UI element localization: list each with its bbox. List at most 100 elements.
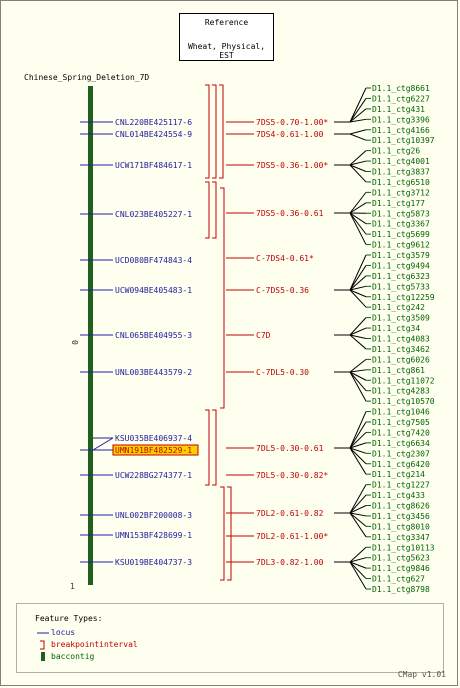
contig-feature[interactable]: D1.1_ctg3579 bbox=[366, 251, 430, 260]
locus-feature[interactable]: CNL014BE424554-9 bbox=[80, 130, 192, 139]
contig-label[interactable]: D1.1_ctg3367 bbox=[372, 220, 430, 229]
contig-feature[interactable]: D1.1_ctg6323 bbox=[366, 272, 430, 281]
contig-feature[interactable]: D1.1_ctg861 bbox=[366, 366, 425, 375]
contig-label[interactable]: D1.1_ctg34 bbox=[372, 324, 420, 333]
contig-label[interactable]: D1.1_ctg3579 bbox=[372, 251, 430, 260]
contig-label[interactable]: D1.1_ctg6227 bbox=[372, 94, 430, 103]
contig-feature[interactable]: D1.1_ctg6420 bbox=[366, 460, 430, 469]
contig-feature[interactable]: D1.1_ctg3456 bbox=[366, 512, 430, 521]
locus-label[interactable]: UCD080BF474843-4 bbox=[115, 256, 192, 265]
contig-label[interactable]: D1.1_ctg627 bbox=[372, 575, 425, 584]
contig-label[interactable]: D1.1_ctg12259 bbox=[372, 293, 435, 302]
contig-label[interactable]: D1.1_ctg6510 bbox=[372, 178, 430, 187]
interval-label[interactable]: C-7DL5-0.30 bbox=[256, 368, 309, 377]
locus-label[interactable]: UMN153BF428699-1 bbox=[115, 531, 192, 540]
contig-label[interactable]: D1.1_ctg7505 bbox=[372, 418, 430, 427]
contig-feature[interactable]: D1.1_ctg10397 bbox=[366, 136, 435, 145]
locus-label[interactable]: UCW228BG274377-1 bbox=[115, 471, 192, 480]
contig-feature[interactable]: D1.1_ctg10570 bbox=[366, 397, 435, 406]
interval-feature[interactable]: 7DS4-0.61-1.00 bbox=[226, 130, 324, 139]
contig-feature[interactable]: D1.1_ctg7505 bbox=[366, 418, 430, 427]
contig-label[interactable]: D1.1_ctg6026 bbox=[372, 355, 430, 364]
contig-label[interactable]: D1.1_ctg10113 bbox=[372, 543, 435, 552]
contig-feature[interactable]: D1.1_ctg8798 bbox=[366, 585, 430, 594]
contig-label[interactable]: D1.1_ctg9494 bbox=[372, 261, 430, 270]
contig-feature[interactable]: D1.1_ctg6227 bbox=[366, 94, 430, 103]
contig-label[interactable]: D1.1_ctg3456 bbox=[372, 512, 430, 521]
interval-feature[interactable]: C-7DS4-0.61* bbox=[226, 254, 314, 263]
contig-feature[interactable]: D1.1_ctg6634 bbox=[366, 439, 430, 448]
contig-feature[interactable]: D1.1_ctg4166 bbox=[366, 126, 430, 135]
breakpoint-bracket[interactable] bbox=[227, 486, 232, 581]
contig-feature[interactable]: D1.1_ctg627 bbox=[366, 575, 425, 584]
contig-feature[interactable]: D1.1_ctg6510 bbox=[366, 178, 430, 187]
breakpoint-bracket[interactable] bbox=[205, 84, 210, 179]
interval-feature[interactable]: 7DL5-0.30-0.61 bbox=[226, 444, 324, 453]
contig-feature[interactable]: D1.1_ctg1227 bbox=[366, 481, 430, 490]
contig-label[interactable]: D1.1_ctg7420 bbox=[372, 428, 430, 437]
interval-label[interactable]: 7DS4-0.61-1.00 bbox=[256, 130, 324, 139]
locus-label[interactable]: UCW171BF484617-1 bbox=[115, 161, 192, 170]
contig-label[interactable]: D1.1_ctg5733 bbox=[372, 282, 430, 291]
contig-feature[interactable]: D1.1_ctg11072 bbox=[366, 376, 435, 385]
contig-feature[interactable]: D1.1_ctg3347 bbox=[366, 533, 430, 542]
contig-label[interactable]: D1.1_ctg4166 bbox=[372, 126, 430, 135]
contig-feature[interactable]: D1.1_ctg214 bbox=[366, 470, 425, 479]
contig-label[interactable]: D1.1_ctg6634 bbox=[372, 439, 430, 448]
contig-label[interactable]: D1.1_ctg5623 bbox=[372, 554, 430, 563]
interval-label[interactable]: 7DL5-0.30-0.82* bbox=[256, 471, 328, 480]
contig-label[interactable]: D1.1_ctg8798 bbox=[372, 585, 430, 594]
locus-feature[interactable]: UMN191BF482529-1 bbox=[80, 444, 199, 456]
interval-feature[interactable]: C7D bbox=[226, 331, 271, 340]
contig-label[interactable]: D1.1_ctg3347 bbox=[372, 533, 430, 542]
contig-feature[interactable]: D1.1_ctg8626 bbox=[366, 502, 430, 511]
contig-label[interactable]: D1.1_ctg9612 bbox=[372, 241, 430, 250]
contig-feature[interactable]: D1.1_ctg5699 bbox=[366, 230, 430, 239]
contig-label[interactable]: D1.1_ctg242 bbox=[372, 303, 425, 312]
contig-feature[interactable]: D1.1_ctg3837 bbox=[366, 168, 430, 177]
contig-feature[interactable]: D1.1_ctg7420 bbox=[366, 428, 430, 437]
interval-feature[interactable]: C-7DS5-0.36 bbox=[226, 286, 309, 295]
contig-label[interactable]: D1.1_ctg177 bbox=[372, 199, 425, 208]
contig-label[interactable]: D1.1_ctg3509 bbox=[372, 314, 430, 323]
contig-feature[interactable]: D1.1_ctg2307 bbox=[366, 449, 430, 458]
contig-feature[interactable]: D1.1_ctg4083 bbox=[366, 335, 430, 344]
interval-label[interactable]: C7D bbox=[256, 331, 271, 340]
contig-label[interactable]: D1.1_ctg8626 bbox=[372, 502, 430, 511]
locus-label[interactable]: UCW094BE405483-1 bbox=[115, 286, 192, 295]
contig-label[interactable]: D1.1_ctg8010 bbox=[372, 522, 430, 531]
contig-label[interactable]: D1.1_ctg1046 bbox=[372, 408, 430, 417]
contig-feature[interactable]: D1.1_ctg9612 bbox=[366, 241, 430, 250]
locus-label[interactable]: CNL065BE404955-3 bbox=[115, 331, 192, 340]
locus-feature[interactable]: KSU035BE406937-4 bbox=[92, 434, 192, 451]
interval-label[interactable]: C-7DS4-0.61* bbox=[256, 254, 314, 263]
interval-label[interactable]: 7DL3-0.82-1.00 bbox=[256, 558, 324, 567]
interval-label[interactable]: 7DL2-0.61-0.82 bbox=[256, 509, 324, 518]
contig-feature[interactable]: D1.1_ctg4001 bbox=[366, 157, 430, 166]
locus-label[interactable]: UNL002BF200008-3 bbox=[115, 511, 192, 520]
contig-label[interactable]: D1.1_ctg26 bbox=[372, 147, 420, 156]
interval-label[interactable]: 7DS5-0.36-0.61 bbox=[256, 209, 324, 218]
locus-feature[interactable]: UCD080BF474843-4 bbox=[80, 256, 192, 265]
contig-label[interactable]: D1.1_ctg861 bbox=[372, 366, 425, 375]
contig-label[interactable]: D1.1_ctg4283 bbox=[372, 387, 430, 396]
contig-label[interactable]: D1.1_ctg433 bbox=[372, 491, 425, 500]
locus-label[interactable]: KSU019BE404737-3 bbox=[115, 558, 192, 567]
contig-label[interactable]: D1.1_ctg214 bbox=[372, 470, 425, 479]
contig-feature[interactable]: D1.1_ctg177 bbox=[366, 199, 425, 208]
breakpoint-bracket[interactable] bbox=[219, 84, 224, 179]
interval-label[interactable]: C-7DS5-0.36 bbox=[256, 286, 309, 295]
contig-label[interactable]: D1.1_ctg10570 bbox=[372, 397, 435, 406]
interval-label[interactable]: 7DL5-0.30-0.61 bbox=[256, 444, 324, 453]
interval-feature[interactable]: 7DL2-0.61-1.00* bbox=[226, 532, 328, 541]
locus-feature[interactable]: UNL002BF200008-3 bbox=[80, 511, 192, 520]
interval-label[interactable]: 7DL2-0.61-1.00* bbox=[256, 532, 328, 541]
contig-feature[interactable]: D1.1_ctg4283 bbox=[366, 387, 430, 396]
contig-feature[interactable]: D1.1_ctg9846 bbox=[366, 564, 430, 573]
locus-feature[interactable]: CNL065BE404955-3 bbox=[80, 331, 192, 340]
interval-feature[interactable]: 7DS5-0.70-1.00* bbox=[226, 118, 328, 127]
contig-feature[interactable]: D1.1_ctg5733 bbox=[366, 282, 430, 291]
breakpoint-bracket[interactable] bbox=[212, 181, 217, 239]
contig-feature[interactable]: D1.1_ctg433 bbox=[366, 491, 425, 500]
locus-label[interactable]: CNL220BE425117-6 bbox=[115, 118, 192, 127]
